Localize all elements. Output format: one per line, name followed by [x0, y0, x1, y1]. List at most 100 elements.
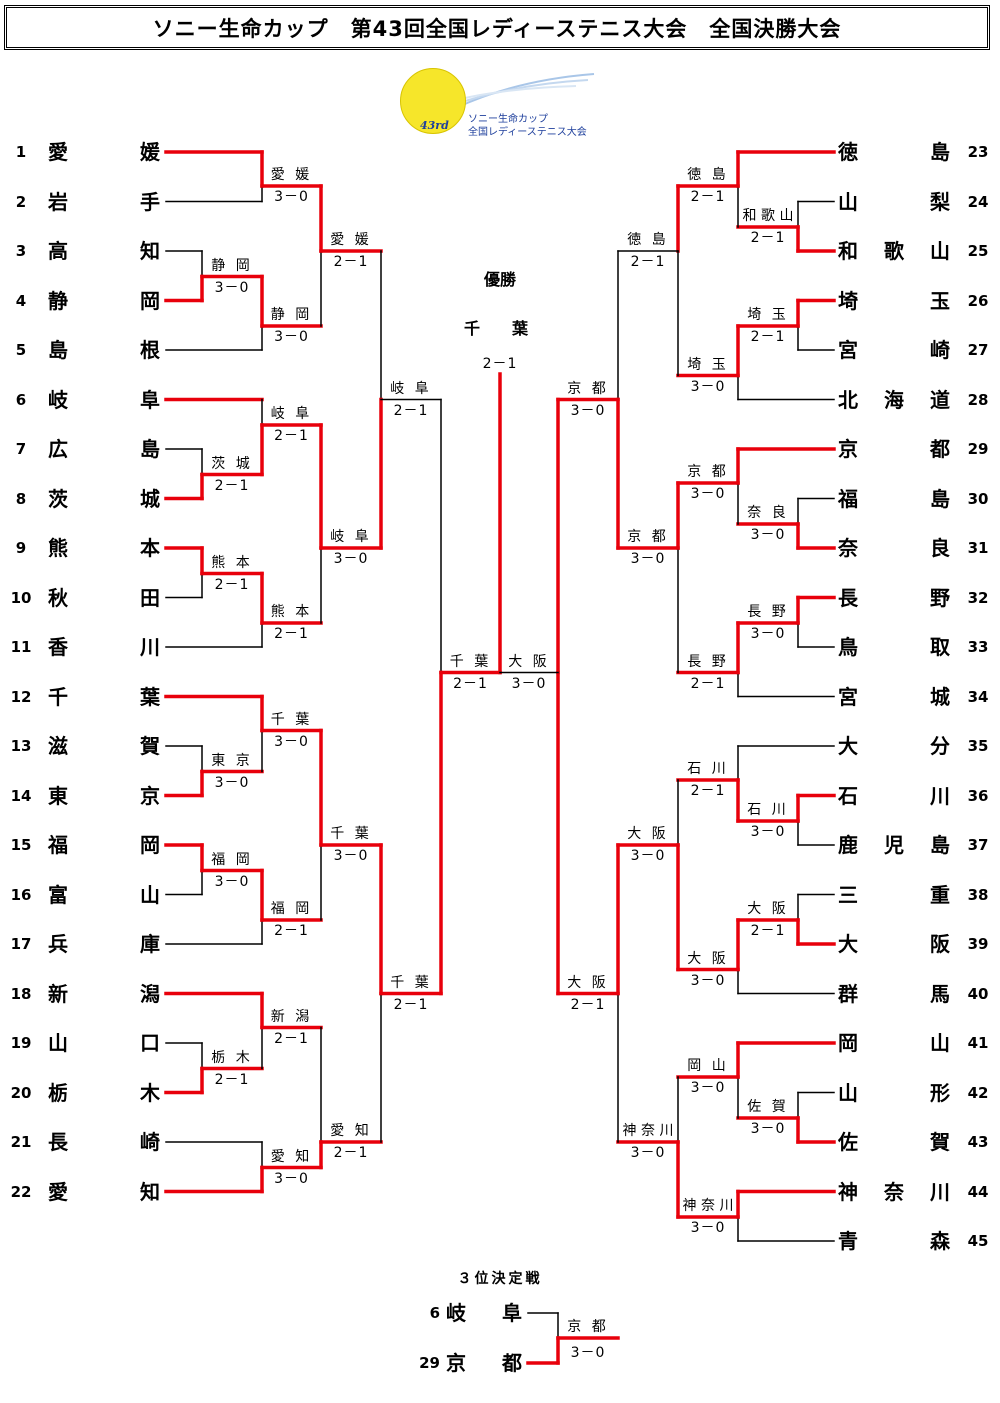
- team-name-char: 道: [930, 387, 950, 412]
- team-name: 岩手: [48, 192, 160, 212]
- team-name-char: 重: [930, 882, 950, 907]
- team-name-char: 青: [838, 1229, 858, 1253]
- match-score: 2－1: [570, 996, 606, 1013]
- third-place-score: 3－0: [570, 1345, 606, 1361]
- team-name-char: 香: [48, 635, 68, 659]
- team-name: 青森: [838, 1231, 950, 1251]
- match-score: 3－0: [511, 675, 547, 692]
- team-seed: 20: [10, 1083, 32, 1102]
- team-name: 大分: [838, 736, 950, 756]
- team-name: 東京: [48, 786, 160, 806]
- team-name-char: 北: [838, 387, 858, 412]
- team-name-char: 島: [140, 437, 160, 461]
- team-name-char: 福: [48, 833, 68, 857]
- team-name: 京都: [838, 439, 950, 459]
- match-winner: 大 阪: [747, 901, 789, 917]
- team-name: 大阪: [838, 934, 950, 954]
- team-name-char: 岡: [838, 1031, 858, 1055]
- match-winner: 静 岡: [211, 257, 253, 274]
- match-score: 3－0: [750, 824, 786, 840]
- team-seed: 23: [967, 143, 989, 161]
- match-winner: 京 都: [627, 529, 669, 545]
- team-name-char: 群: [838, 981, 858, 1006]
- third-place-label: ３位決定戦: [457, 1271, 543, 1287]
- team-seed: 19: [10, 1034, 32, 1052]
- team-name: 福島: [838, 489, 950, 509]
- match-score: 2－1: [690, 189, 726, 205]
- match-winner: 埼 玉: [687, 356, 729, 373]
- match-score: 3－0: [750, 1121, 786, 1137]
- match-score: 3－0: [690, 486, 726, 502]
- team-seed: 25: [967, 242, 989, 260]
- team-name-char: 都: [930, 437, 950, 461]
- match-score: 3－0: [274, 733, 309, 750]
- team-name-char: 大: [838, 932, 858, 956]
- team-name-char: 海: [884, 387, 904, 412]
- team-name-char: 新: [48, 981, 68, 1006]
- team-name-char: 手: [140, 189, 160, 214]
- match-winner: 東 京: [211, 752, 253, 769]
- team-name-char: 阜: [140, 387, 160, 412]
- third-place-winner: 京 都: [567, 1319, 609, 1335]
- team-seed: 33: [967, 638, 989, 656]
- team-seed: 40: [967, 984, 989, 1003]
- match-score: 2－1: [333, 1145, 369, 1161]
- team-name-char: 岡: [140, 833, 160, 857]
- team-name-char: 宮: [838, 338, 858, 362]
- team-name: 長崎: [48, 1132, 160, 1152]
- team-name: 新潟: [48, 984, 160, 1004]
- team-name-char: 茨: [48, 486, 68, 511]
- match-winner: 奈 良: [747, 505, 789, 521]
- match-score: 3－0: [690, 378, 726, 395]
- match-winner: 岐 阜: [390, 380, 432, 397]
- team-name: 富山: [48, 885, 160, 905]
- team-seed: 21: [10, 1133, 32, 1151]
- match-winner: 静 岡: [270, 307, 313, 323]
- team-seed: 30: [967, 489, 989, 508]
- team-seed: 13: [10, 737, 32, 755]
- team-seed: 44: [967, 1182, 989, 1201]
- match-score: 2－1: [274, 626, 309, 642]
- match-winner: 愛 媛: [270, 167, 313, 183]
- team-seed: 6: [15, 390, 27, 409]
- team-seed: 8: [15, 489, 27, 508]
- team-name: 和歌山: [838, 241, 950, 261]
- match-score: 3－0: [333, 848, 369, 864]
- team-seed: 1: [15, 143, 27, 161]
- match-winner: 千 葉: [449, 653, 492, 670]
- team-seed: 9: [15, 539, 27, 557]
- match-score: 2－1: [750, 329, 786, 345]
- match-score: 2－1: [274, 428, 309, 444]
- team-seed: 5: [15, 341, 27, 359]
- team-name-char: 山: [930, 239, 950, 263]
- team-name-char: 分: [930, 734, 950, 758]
- team-seed: 3: [15, 242, 27, 260]
- team-name: 滋賀: [48, 736, 160, 756]
- match-winner: 大 阪: [627, 826, 669, 842]
- match-score: 3－0: [214, 774, 250, 791]
- team-name: 島根: [48, 340, 160, 360]
- team-name: 千葉: [48, 687, 160, 707]
- team-name: 埼玉: [838, 291, 950, 311]
- team-seed: 2: [15, 192, 27, 211]
- match-winner: 熊 本: [211, 554, 253, 571]
- team-name-char: 山: [838, 1080, 858, 1105]
- team-name-char: 奈: [884, 1179, 904, 1204]
- team-name: 山形: [838, 1083, 950, 1103]
- team-name: 愛媛: [48, 142, 160, 162]
- team-name: 茨城: [48, 489, 160, 509]
- team-name-char: 形: [930, 1080, 950, 1105]
- match-score: 2－1: [333, 254, 369, 270]
- team-name-char: 川: [930, 1179, 950, 1204]
- team-name-char: 大: [838, 734, 858, 758]
- team-seed: 41: [967, 1034, 989, 1052]
- match-score: 3－0: [274, 329, 309, 345]
- team-name-char: 阜: [502, 1301, 522, 1325]
- match-winner: 福 岡: [211, 851, 253, 868]
- team-name: 鹿児島: [838, 835, 950, 855]
- team-seed: 37: [967, 836, 989, 854]
- team-name: 宮崎: [838, 340, 950, 360]
- team-name-char: 知: [140, 1179, 160, 1204]
- team-name-char: 兵: [48, 932, 68, 956]
